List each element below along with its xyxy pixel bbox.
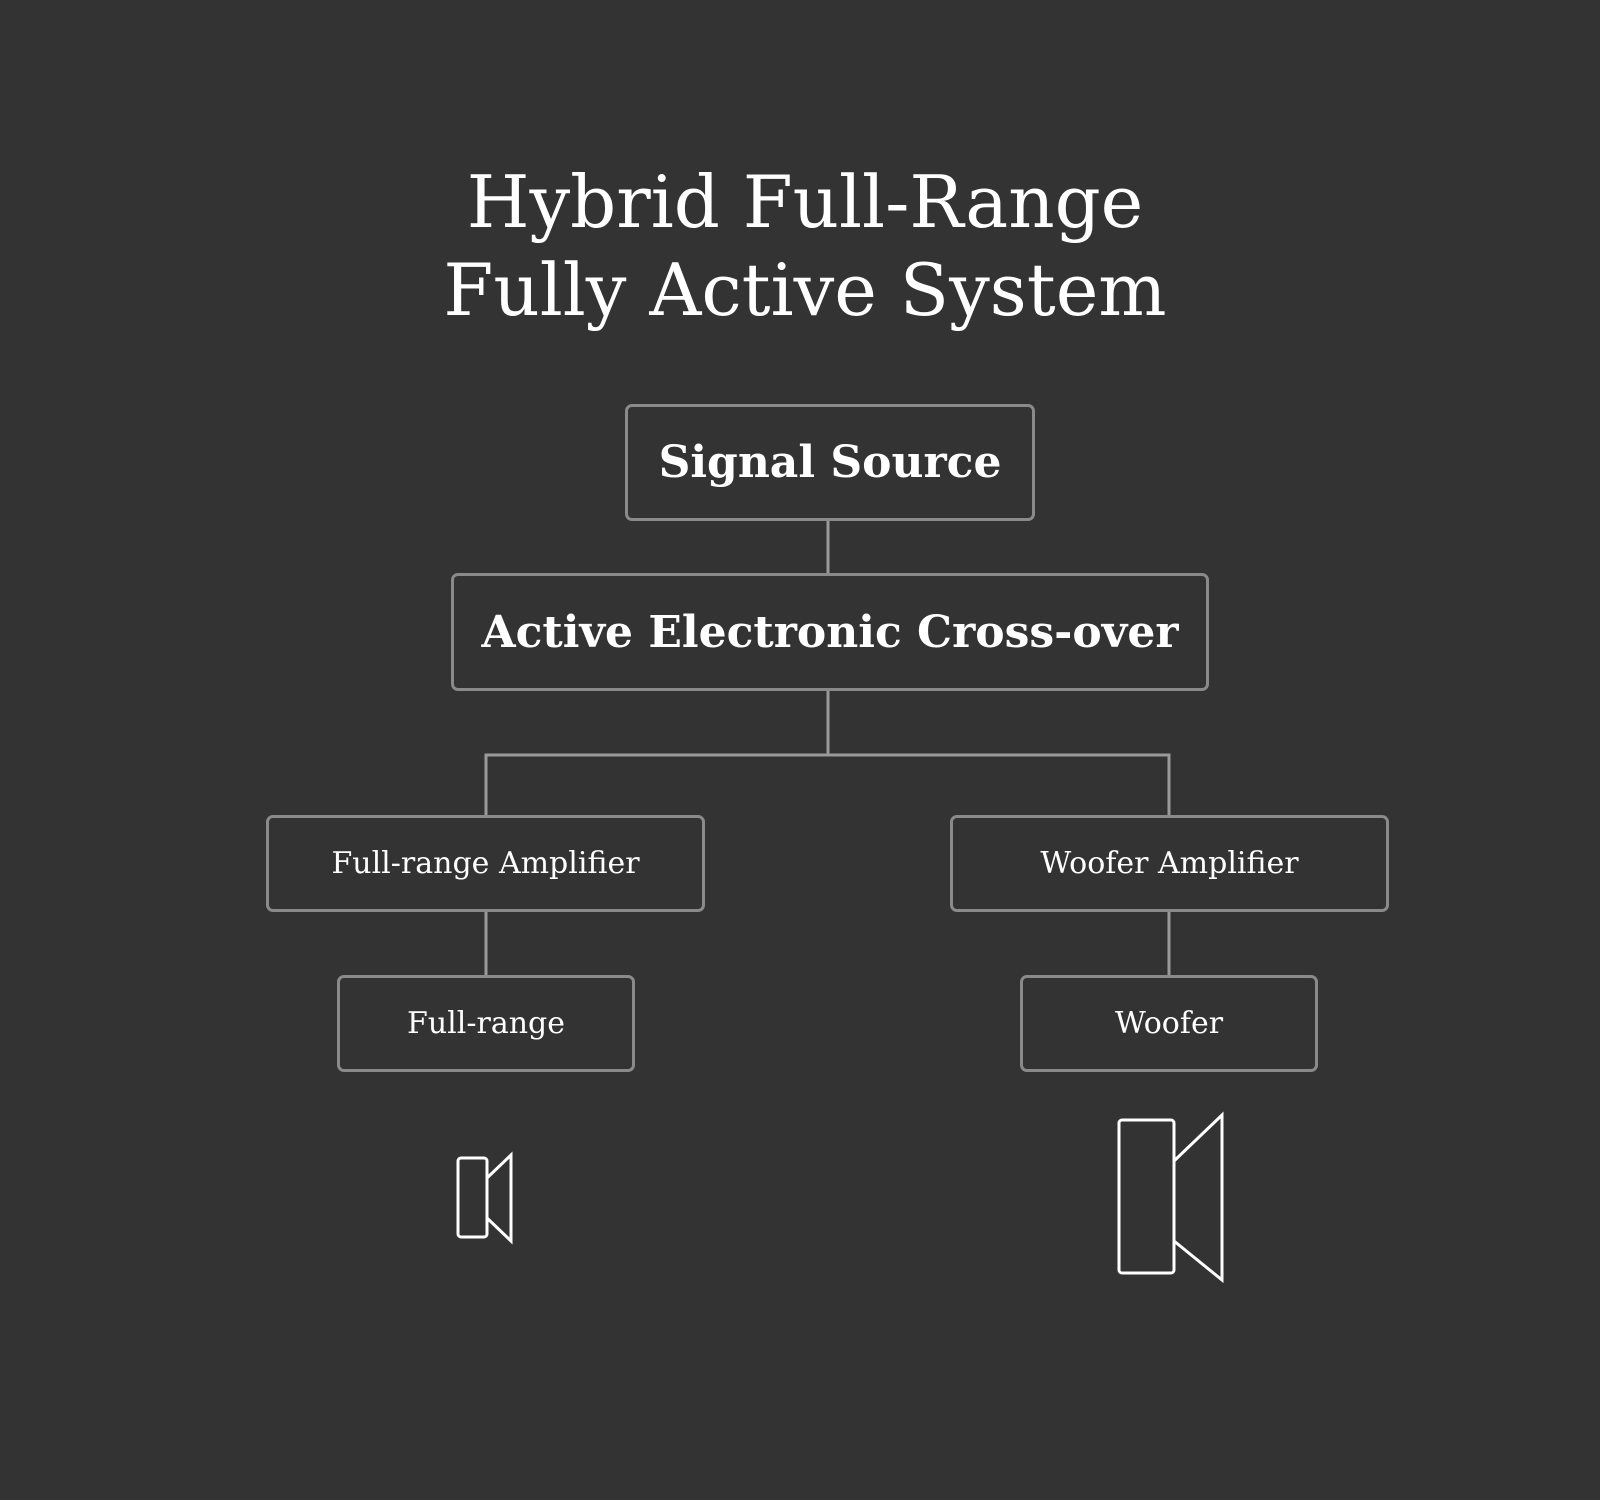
woofer-driver-label: Woofer: [1114, 1006, 1224, 1041]
title-line-2: Fully Active System: [443, 248, 1167, 332]
woofer-amplifier-label: Woofer Amplifier: [1040, 846, 1299, 881]
fullrange-driver-label: Full-range: [407, 1006, 565, 1041]
fullrange-speaker-icon: [456, 1151, 513, 1245]
signal-source-node: Signal Source: [625, 404, 1035, 521]
title-line-1: Hybrid Full-Range: [466, 160, 1144, 244]
woofer-driver-node: Woofer: [1020, 975, 1318, 1072]
fullrange-amplifier-node: Full-range Amplifier: [266, 815, 705, 912]
woofer-amplifier-node: Woofer Amplifier: [950, 815, 1389, 912]
diagram-title: Hybrid Full-Range Fully Active System: [0, 158, 1600, 334]
woofer-speaker-icon: [1117, 1111, 1224, 1284]
fullrange-driver-node: Full-range: [337, 975, 635, 1072]
connector-crossover-amps: [484, 690, 830, 816]
connector-crossover-woofer-amp: [828, 753, 1171, 816]
fullrange-amplifier-label: Full-range Amplifier: [331, 846, 640, 881]
crossover-node: Active Electronic Cross-over: [451, 573, 1209, 691]
crossover-label: Active Electronic Cross-over: [481, 606, 1179, 658]
signal-source-label: Signal Source: [658, 437, 1002, 488]
